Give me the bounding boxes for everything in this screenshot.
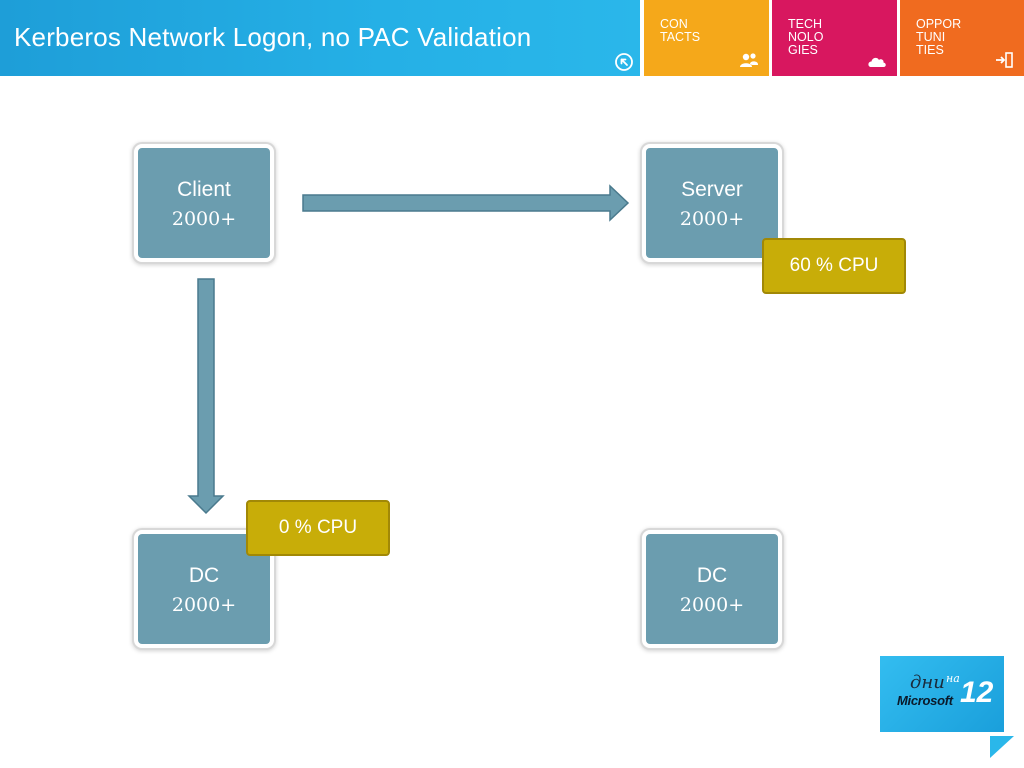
node-dc-right: DC 2000+ (642, 530, 782, 648)
tile-contacts-label: CON TACTS (660, 17, 701, 44)
page-title: Kerberos Network Logon, no PAC Validatio… (14, 22, 532, 52)
tile-opportunities-label: OPPOR TUNI TIES (916, 17, 962, 57)
tile-technologies[interactable]: TECH NOLO GIES (772, 0, 897, 76)
logo-number-text: 12 (960, 676, 994, 709)
tile-contacts[interactable]: CON TACTS (644, 0, 769, 76)
contacts-icon (740, 53, 758, 67)
node-client-name: Client (177, 178, 231, 201)
cpu-badge-server: 60 % CPU (762, 238, 906, 294)
node-server-name: Server (681, 178, 743, 201)
logo-corner-triangle (990, 736, 1014, 758)
header-bar: Kerberos Network Logon, no PAC Validatio… (0, 0, 1024, 78)
node-dc-right-version: 2000+ (679, 594, 745, 616)
arrow-client-to-dc (187, 278, 225, 515)
node-server: Server 2000+ (642, 144, 782, 262)
back-arrow-icon[interactable] (614, 52, 634, 72)
node-server-version: 2000+ (679, 208, 745, 230)
event-logo (880, 656, 1004, 732)
logo-small-text: дни (910, 672, 945, 693)
exit-icon (996, 52, 1013, 68)
node-dc-left-version: 2000+ (171, 594, 237, 616)
cpu-badge-dc: 0 % CPU (246, 500, 390, 556)
node-dc-right-name: DC (696, 564, 728, 587)
cloud-icon (868, 57, 886, 67)
node-client-version: 2000+ (171, 208, 237, 230)
node-client: Client 2000+ (134, 144, 274, 262)
logo-sup-text: на (946, 672, 960, 685)
title-tile: Kerberos Network Logon, no PAC Validatio… (0, 0, 640, 76)
tile-technologies-label: TECH NOLO GIES (788, 17, 824, 57)
tile-opportunities[interactable]: OPPOR TUNI TIES (900, 0, 1024, 76)
node-dc-left-name: DC (188, 564, 220, 587)
arrow-client-to-server (302, 184, 630, 222)
logo-brand-text: Microsoft (897, 693, 953, 708)
